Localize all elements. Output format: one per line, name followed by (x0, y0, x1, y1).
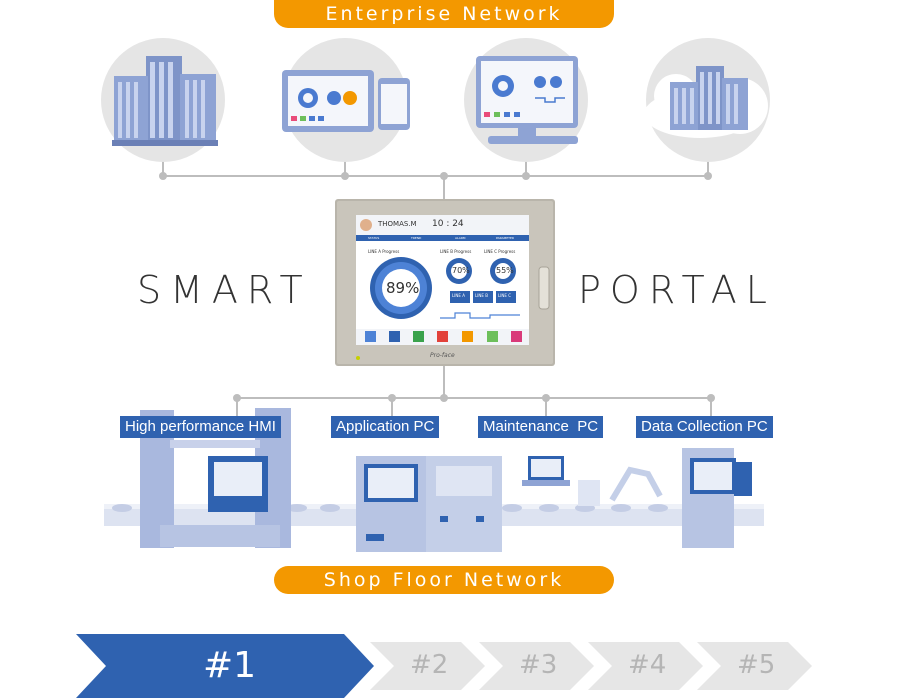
data-collection-pc-tag: Data Collection PC (636, 416, 773, 438)
tablet-phone-icon (282, 70, 410, 132)
pen-icon (487, 331, 498, 342)
server-building-icon (112, 56, 218, 146)
application-pc-tag: Application PC (331, 416, 440, 438)
hmi-tab-trend[interactable]: TREND (411, 236, 422, 240)
avatar (360, 219, 372, 231)
data-collection-machine (682, 448, 752, 548)
high-performance-hmi-tag: High performance HMI (120, 416, 281, 438)
shop-floor-network-label: Shop Floor Network (274, 566, 614, 594)
step-chevron-2[interactable] (370, 642, 485, 690)
step-2-label: #2 (410, 650, 449, 680)
shop-floor-bus (233, 366, 715, 418)
gauge-b-value: 70% (452, 266, 470, 275)
main-gauge-value: 89% (386, 279, 420, 297)
cloud-datacenter-icon (644, 66, 768, 138)
line-c-button[interactable]: LINE C (498, 293, 511, 298)
hmi-tab-status[interactable]: STATUS (368, 236, 380, 240)
line-b-button[interactable]: LINE B (475, 293, 488, 298)
step-3-label: #3 (519, 650, 558, 680)
hmi-panel (335, 199, 555, 366)
step-5-label: #5 (737, 650, 776, 680)
play-icon (462, 331, 473, 342)
maintenance-pc-tag: Maintenance PC (478, 416, 604, 438)
excel-icon (413, 331, 424, 342)
enterprise-bus (159, 150, 712, 199)
list-icon (511, 331, 522, 342)
gauge-c-value: 55% (496, 266, 514, 275)
hmi-user: THOMAS.M (378, 220, 417, 228)
step-chevron-5[interactable] (697, 642, 812, 690)
hmi-brand-logo: Pro-face (430, 352, 455, 359)
line-c-progress-label: LINE C Progress (484, 249, 516, 254)
pdf-icon (437, 331, 448, 342)
step-chevron-4[interactable] (588, 642, 703, 690)
desktop-monitor-icon (476, 56, 578, 144)
step-chevron-1[interactable] (76, 634, 374, 698)
word-icon (389, 331, 400, 342)
hmi-time: 10 : 24 (432, 219, 464, 229)
step-chevrons (76, 634, 812, 698)
step-4-label: #4 (628, 650, 667, 680)
step-chevron-3[interactable] (479, 642, 594, 690)
enterprise-network-label: Enterprise Network (274, 0, 614, 28)
hmi-tab-parameter[interactable]: PARAMETER (496, 236, 514, 240)
line-a-progress-label: LINE A Progress (368, 249, 400, 254)
maintenance-laptop (522, 456, 663, 506)
step-1-label: #1 (203, 645, 257, 686)
application-pc-machine (356, 456, 502, 552)
hmi-tab-alarm[interactable]: ALARM (455, 236, 466, 240)
app-icon (365, 331, 376, 342)
portal-title: PORTAL (578, 268, 776, 312)
smart-title: SMART (137, 268, 312, 312)
line-b-progress-label: LINE B Progress (440, 249, 472, 254)
line-a-button[interactable]: LINE A (452, 293, 465, 298)
